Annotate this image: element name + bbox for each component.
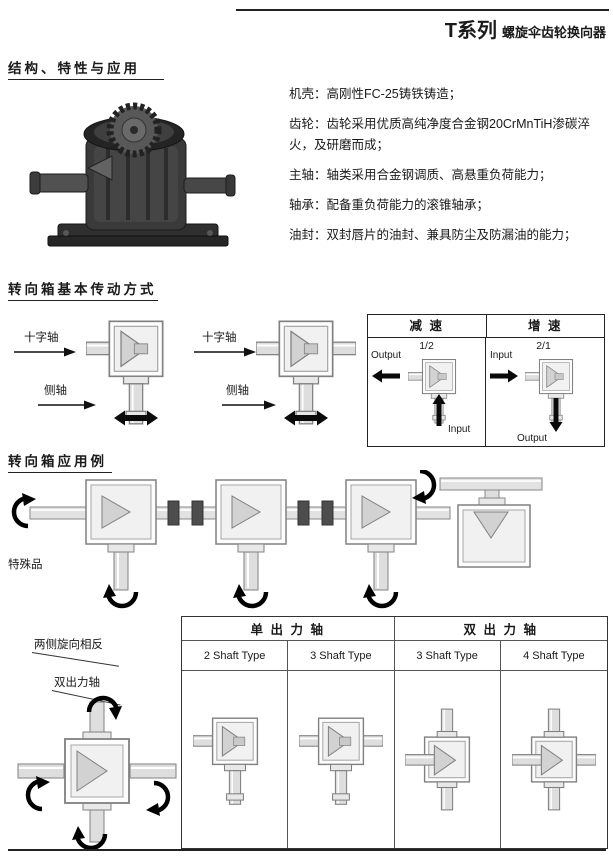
cross-shaft-label: 十字轴	[202, 332, 237, 344]
page-header: T系列螺旋伞齿轮换向器	[240, 14, 606, 43]
shaft-type-col-4: 4 Shaft Type	[500, 641, 607, 671]
cross-gearbox-diagram	[17, 694, 177, 852]
ratio-table-header: 减 速 增 速	[368, 315, 604, 338]
shaft-type-table: 单 出 力 轴 双 出 力 轴 2 Shaft Type 3 Shaft Typ…	[181, 616, 608, 849]
increase-cell: 2/1 Input Output	[485, 338, 602, 446]
shaft-type-cell-1	[182, 671, 289, 848]
thick-arrow-down-icon	[549, 398, 563, 432]
thick-arrow-up-icon	[432, 394, 446, 426]
reduction-ratio: 1/2	[419, 340, 434, 352]
section-title-transmission: 转向箱基本传动方式	[8, 282, 157, 297]
shaft-type-col-1: 2 Shaft Type	[182, 641, 289, 671]
gearbox-diagram-4shaft	[512, 707, 596, 812]
gearbox-diagram-3shaft-double-output	[405, 708, 471, 811]
shaft-type-cell-2	[288, 671, 395, 848]
spec-list: 机壳：高刚性FC-25铸铁铸造； 齿轮：齿轮采用优质高纯净度合金钢20CrMnT…	[289, 84, 609, 255]
double-arrow-icon	[114, 410, 158, 426]
special-product-label: 特殊品	[8, 559, 43, 571]
double-output-header: 双 出 力 轴	[394, 617, 607, 641]
reduction-header: 减 速	[368, 315, 487, 337]
series-subtitle: 螺旋伞齿轮换向器	[501, 25, 606, 40]
header-rule	[236, 9, 609, 11]
spec-item-gear: 齿轮：齿轮采用优质高纯净度合金钢20CrMnTiH渗碳淬火，及研磨而成；	[289, 117, 590, 152]
section-title-features: 结构、特性与应用	[8, 61, 140, 76]
arrow-right-icon	[194, 347, 256, 357]
spec-item-shaft: 主轴：轴类采用合金钢调质、高悬重负荷能力；	[289, 168, 552, 182]
single-output-header: 单 出 力 轴	[182, 617, 395, 641]
double-output-label: 双出力轴	[54, 677, 100, 689]
features-title-rule	[8, 79, 164, 80]
shaft-type-cell-3	[395, 671, 501, 848]
arrow-right-icon	[222, 400, 276, 410]
ratio-table-body: 1/2 Output Input 2/1 Input	[368, 338, 604, 446]
double-arrow-icon	[284, 410, 328, 426]
gearbox-photo	[29, 102, 236, 247]
side-shaft-label: 侧轴	[44, 385, 67, 397]
shaft-type-cell-4	[501, 671, 607, 848]
spec-item-bearing: 轴承：配备重负荷能力的滚锥轴承；	[289, 198, 490, 212]
shaft-type-col-3: 3 Shaft Type	[394, 641, 501, 671]
side-shaft-label: 侧轴	[226, 385, 249, 397]
arrow-right-icon	[38, 400, 96, 410]
footer-rule	[8, 849, 606, 851]
increase-header: 增 速	[528, 319, 563, 333]
transmission-title-rule	[8, 300, 158, 301]
section-title-applications: 转向箱应用例	[8, 454, 107, 469]
application-chain-diagram	[8, 470, 543, 610]
opposite-rotation-label: 两侧旋向相反	[34, 639, 103, 651]
increase-ratio: 2/1	[536, 340, 551, 352]
applications-title-rule	[8, 472, 112, 473]
cross-shaft-label: 十字轴	[24, 332, 59, 344]
output-label: Output	[371, 350, 402, 361]
series-title: T系列	[444, 20, 497, 42]
spec-item-housing: 机壳：高刚性FC-25铸铁铸造；	[289, 87, 462, 101]
shaft-type-col-2: 3 Shaft Type	[288, 641, 395, 671]
ratio-table: 减 速 增 速 1/2 Output Input 2/1 Input	[367, 314, 605, 447]
thick-arrow-left-icon	[372, 369, 400, 383]
gearbox-diagram-3shaft	[299, 707, 383, 812]
thick-arrow-right-icon	[490, 369, 518, 383]
leader-line	[31, 652, 119, 667]
reduction-cell: 1/2 Output Input	[368, 338, 486, 446]
arrow-right-icon	[14, 347, 76, 357]
input-label: Input	[490, 350, 513, 361]
output-label: Output	[517, 433, 548, 444]
spec-item-seal: 油封：双封唇片的油封、兼具防尘及防漏油的能力；	[289, 228, 577, 242]
gearbox-diagram-2shaft	[192, 717, 258, 806]
input-label: Input	[448, 424, 471, 435]
